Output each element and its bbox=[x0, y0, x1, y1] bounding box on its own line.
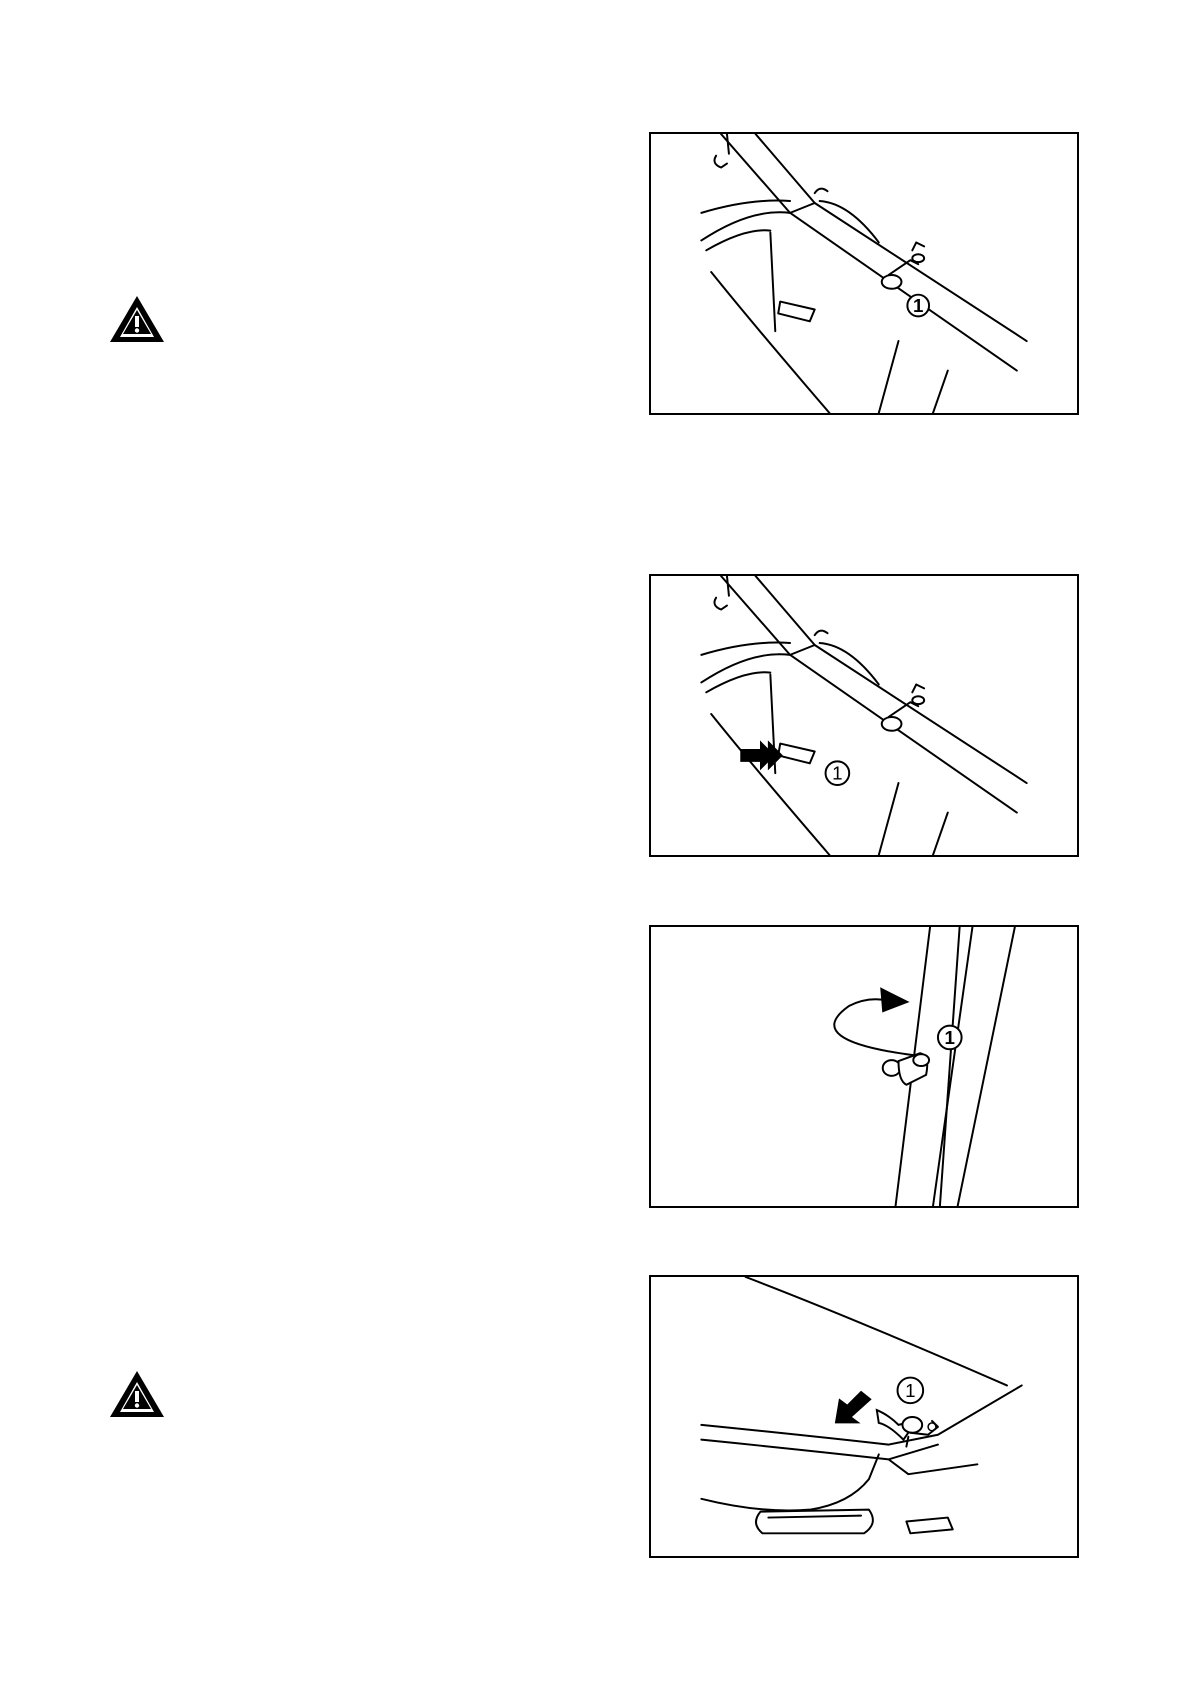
arrow-down-left-icon bbox=[835, 1391, 870, 1423]
frame-latch-illustration: 1 bbox=[651, 134, 1077, 413]
callout-label: 1 bbox=[945, 1027, 955, 1048]
callout-label: 1 bbox=[905, 1380, 915, 1401]
latch-rotate-illustration: 1 bbox=[651, 927, 1077, 1206]
figure-frame-latch-2: 1 bbox=[649, 574, 1079, 857]
figure-latch-release: 1 bbox=[649, 1275, 1079, 1558]
warning-triangle-icon bbox=[108, 1369, 166, 1419]
frame-latch-illustration: 1 bbox=[651, 576, 1077, 855]
callout-label: 1 bbox=[913, 295, 923, 316]
figure-latch-rotate: 1 bbox=[649, 925, 1079, 1208]
rotate-arrow-icon bbox=[881, 988, 909, 1012]
callout-label: 1 bbox=[832, 763, 842, 784]
warning-triangle-icon bbox=[108, 294, 166, 344]
latch-release-illustration: 1 bbox=[651, 1277, 1077, 1556]
figure-frame-latch-1: 1 bbox=[649, 132, 1079, 415]
